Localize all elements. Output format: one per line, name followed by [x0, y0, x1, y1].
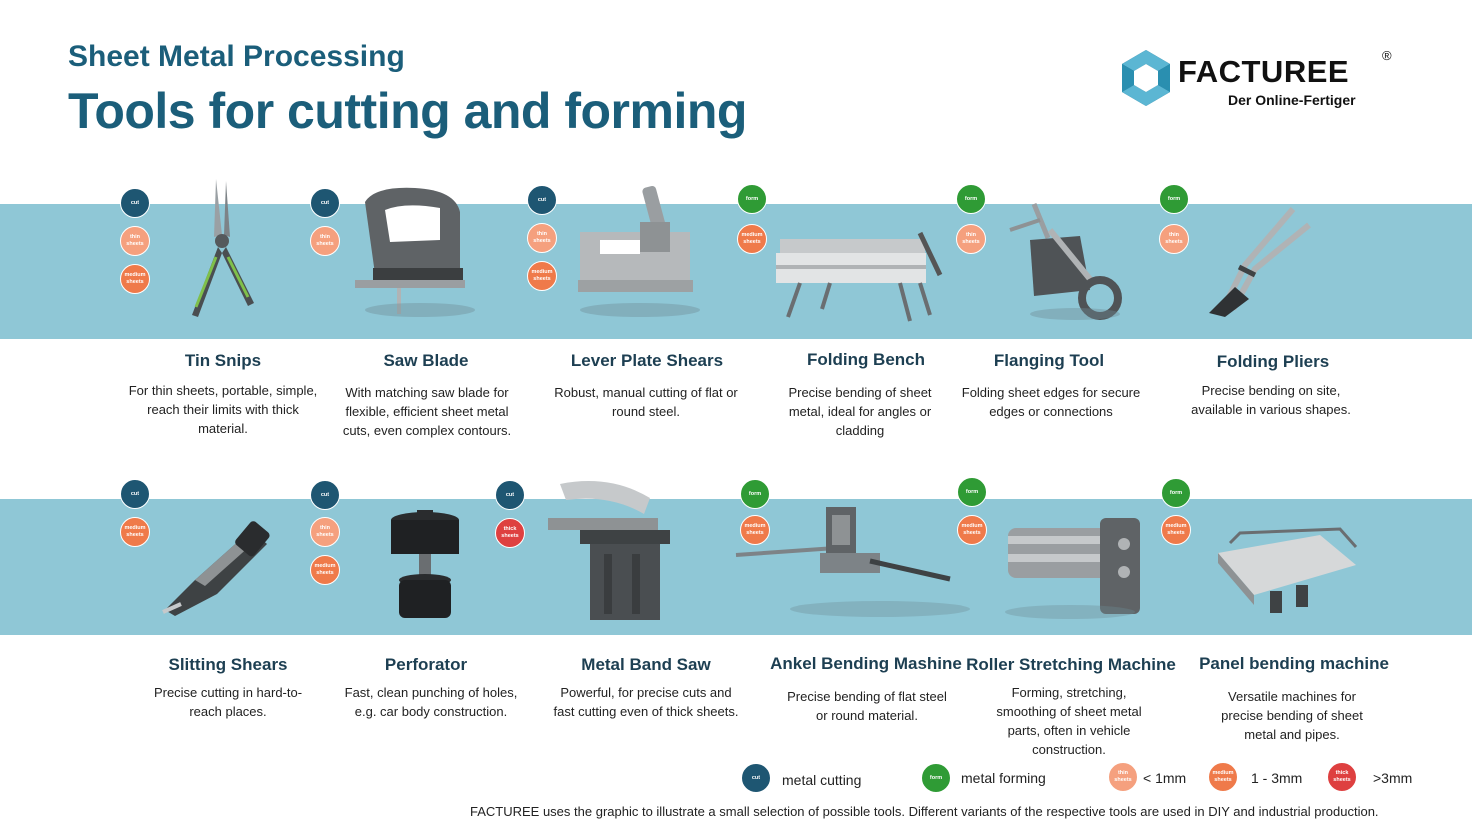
form-badge: form — [1161, 478, 1191, 508]
facturee-logo: FACTUREE ® Der Online-Fertiger — [1120, 48, 1400, 110]
tool-desc-perforator: Fast, clean punching of holes, e.g. car … — [344, 685, 518, 719]
tool-name-folding-pliers: Folding Pliers — [1216, 352, 1330, 371]
page-subtitle: Sheet Metal Processing — [68, 40, 405, 73]
facturee-logo-icon — [1122, 50, 1170, 106]
thick-sheets-badge: thick sheets — [495, 518, 525, 548]
cut-badge: cut — [310, 188, 340, 218]
medium-sheets-badge: medium sheets — [957, 515, 987, 545]
thin-sheets-badge: thin sheets — [527, 223, 557, 253]
panel-bender-icon — [1218, 527, 1358, 613]
footer-note: FACTUREE uses the graphic to illustrate … — [470, 804, 1379, 819]
tin-snips-icon — [192, 179, 254, 317]
folding-bench-icon — [776, 231, 943, 322]
slitting-shears-icon — [162, 521, 270, 616]
tool-name-saw-blade: Saw Blade — [383, 351, 469, 370]
tool-desc-lever-plate-shears: Robust, manual cutting of flat or round … — [554, 385, 738, 419]
form-badge: form — [956, 184, 986, 214]
legend-medium-badge: medium sheets — [1208, 762, 1238, 792]
tool-desc-folding-pliers: Precise bending on site, available in va… — [1191, 383, 1351, 417]
form-badge: form — [1159, 184, 1189, 214]
medium-sheets-badge: medium sheets — [310, 555, 340, 585]
cut-badge: cut — [120, 479, 150, 509]
tool-desc-saw-blade: With matching saw blade for flexible, ef… — [342, 385, 512, 438]
tool-name-lever-plate-shears: Lever Plate Shears — [570, 351, 724, 370]
legend-thick-label: >3mm — [1373, 770, 1413, 786]
cut-badge: cut — [310, 480, 340, 510]
medium-sheets-badge: medium sheets — [120, 517, 150, 547]
tool-desc-tin-snips: For thin sheets, portable, simple, reach… — [128, 383, 318, 436]
jigsaw-icon — [355, 187, 475, 317]
folding-pliers-icon — [1209, 207, 1311, 317]
medium-sheets-badge: medium sheets — [527, 261, 557, 291]
tool-band-top — [0, 204, 1472, 339]
tool-name-angle-bending-machine: Ankel Bending Mashine — [770, 654, 962, 673]
legend-cut-label: metal cutting — [782, 772, 862, 788]
tool-desc-folding-bench: Precise bending of sheet metal, ideal fo… — [788, 385, 932, 438]
form-badge: form — [737, 184, 767, 214]
tool-name-slitting-shears: Slitting Shears — [168, 655, 288, 674]
cut-badge: cut — [527, 185, 557, 215]
flanging-tool-icon — [1009, 203, 1122, 320]
thin-sheets-badge: thin sheets — [956, 224, 986, 254]
form-badge: form — [740, 479, 770, 509]
band-saw-icon — [548, 481, 670, 620]
legend-cut-badge: cut — [741, 763, 771, 793]
tool-desc-metal-band-saw: Powerful, for precise cuts and fast cutt… — [553, 685, 739, 719]
tool-name-folding-bench: Folding Bench — [806, 350, 926, 369]
tool-desc-roller-stretching-machine: Forming, stretching, smoothing of sheet … — [996, 685, 1142, 757]
tool-name-metal-band-saw: Metal Band Saw — [581, 655, 711, 674]
legend-medium-label: 1 - 3mm — [1251, 770, 1303, 786]
thin-sheets-badge: thin sheets — [310, 517, 340, 547]
tool-name-tin-snips: Tin Snips — [184, 351, 262, 370]
legend-form-label: metal forming — [961, 770, 1046, 786]
medium-sheets-badge: medium sheets — [737, 224, 767, 254]
perforator-icon — [391, 510, 459, 618]
tool-desc-panel-bending-machine: Versatile machines for precise bending o… — [1221, 689, 1363, 742]
tool-name-perforator: Perforator — [384, 655, 468, 674]
logo-registered-mark: ® — [1382, 48, 1392, 63]
angle-bender-icon — [735, 507, 970, 617]
logo-wordmark: FACTUREE — [1178, 54, 1350, 89]
thin-sheets-badge: thin sheets — [1159, 224, 1189, 254]
form-badge: form — [957, 477, 987, 507]
tool-desc-slitting-shears: Precise cutting in hard-to-reach places. — [153, 685, 303, 719]
medium-sheets-badge: medium sheets — [1161, 515, 1191, 545]
tool-name-roller-stretching-machine: Roller Stretching Machine — [966, 655, 1176, 674]
thin-sheets-badge: thin sheets — [120, 226, 150, 256]
legend-form-badge: form — [921, 763, 951, 793]
cut-badge: cut — [120, 188, 150, 218]
page-title: Tools for cutting and forming — [68, 83, 747, 139]
lever-shears-icon — [578, 185, 700, 317]
thin-sheets-badge: thin sheets — [310, 226, 340, 256]
legend-thin-label: < 1mm — [1143, 770, 1187, 786]
medium-sheets-badge: medium sheets — [120, 264, 150, 294]
cut-badge: cut — [495, 480, 525, 510]
tool-desc-flanging-tool: Folding sheet edges for secure edges or … — [961, 385, 1141, 419]
legend-thick-badge: thick sheets — [1327, 762, 1357, 792]
tool-name-flanging-tool: Flanging Tool — [993, 351, 1105, 370]
logo-tagline: Der Online-Fertiger — [1228, 92, 1356, 108]
tool-desc-angle-bending-machine: Precise bending of flat steel or round m… — [787, 689, 947, 723]
medium-sheets-badge: medium sheets — [740, 515, 770, 545]
legend-thin-badge: thin sheets — [1108, 762, 1138, 792]
tool-name-panel-bending-machine: Panel bending machine — [1199, 654, 1389, 673]
roller-machine-icon — [1005, 518, 1140, 619]
